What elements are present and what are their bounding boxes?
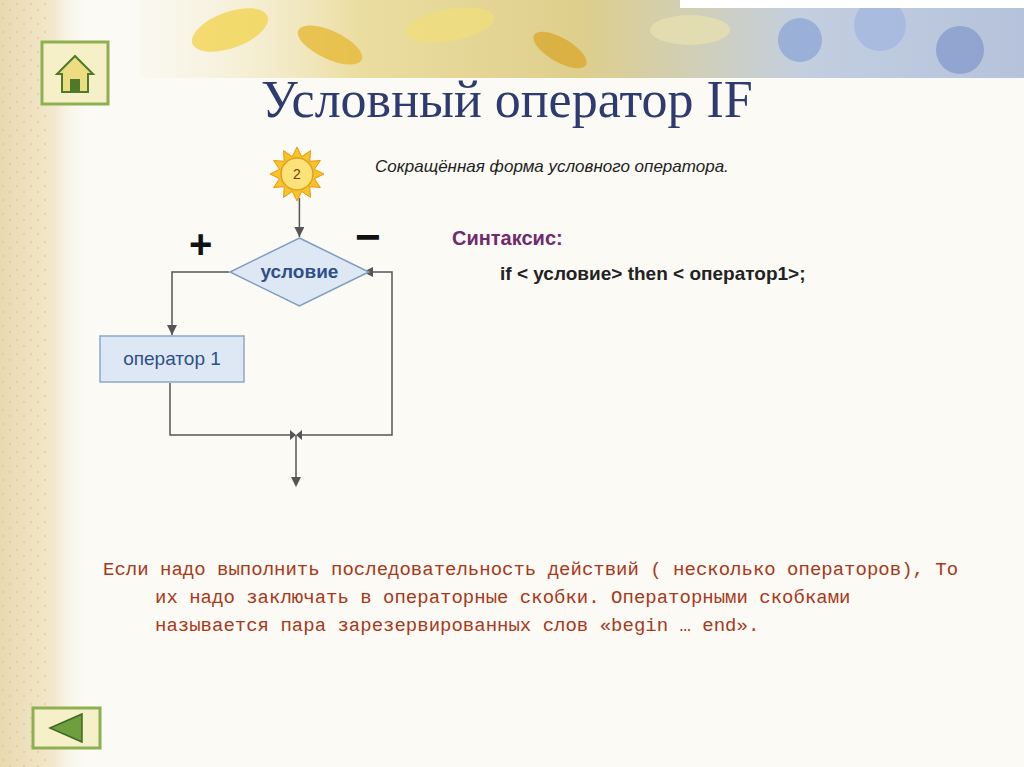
false-branch-sign: − xyxy=(355,212,381,262)
branch-sign: + xyxy=(189,222,212,266)
node-label: условие xyxy=(260,261,338,283)
step-number: 2 xyxy=(293,166,301,182)
node-label: оператор 1 xyxy=(123,348,221,370)
flow-connector xyxy=(299,198,301,237)
syntax-line: if < условие> then < оператор1>; xyxy=(500,263,805,285)
back-button xyxy=(33,708,100,748)
slide-title: Условный оператор IF xyxy=(261,70,753,129)
syntax-heading: Синтаксис: xyxy=(452,227,563,250)
subtitle: Сокращённая форма условного оператора. xyxy=(375,157,729,177)
process-box: оператор 1 xyxy=(99,335,245,383)
home-button xyxy=(42,42,108,104)
decision-diamond: условие xyxy=(229,237,370,307)
note-text: Если надо выполнить последовательность д… xyxy=(103,556,965,640)
step-number-sun: 2 xyxy=(266,146,328,202)
flow-connector xyxy=(172,272,229,335)
